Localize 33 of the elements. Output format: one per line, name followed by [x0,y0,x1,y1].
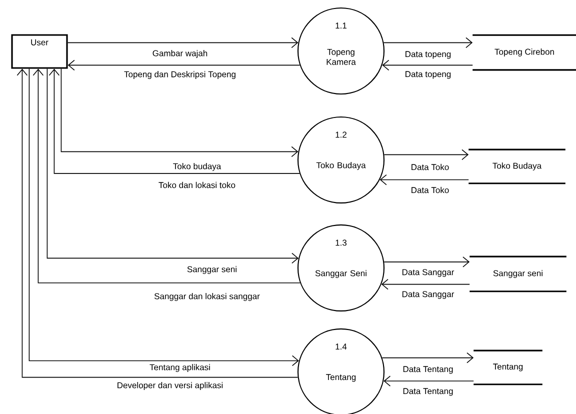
data-store: Toko Budaya [468,148,566,184]
edge-label: Topeng dan Deskripsi Topeng [124,71,236,79]
arrow [68,60,300,71]
edge-label: Tentang aplikasi [150,364,210,372]
arrow [382,60,473,71]
edge-label: Developer dan versi aplikasi [118,382,223,390]
arrow [382,352,474,364]
arrow [380,174,469,186]
arrow [384,149,469,160]
edge-label: Data Toko [412,164,449,170]
external-entity-box: User [11,34,68,69]
data-store: Tentang [474,350,542,386]
edge-label: Data Tentang [403,388,453,396]
arrow [67,37,298,48]
edge-label: Data Tentang [403,366,453,374]
edge-label: Toko dan lokasi toko [158,182,236,188]
arrow [384,376,474,386]
arrow [48,68,300,174]
edge-label: Toko budaya [173,163,222,171]
edge-label: Data Toko [412,186,449,194]
edge-label: Data topeng [406,71,451,79]
edge-label: Sanggar seni [187,266,236,274]
arrow [384,256,470,268]
arrow [60,68,298,158]
data-store: Topeng Cirebon [472,34,576,71]
edge-label: Sanggar dan lokasi sanggar [154,293,260,301]
edge-label: Data topeng [406,51,451,59]
data-store: Sanggar seni [470,256,566,292]
edge-label: Data Sanggar [402,269,454,277]
arrow [383,37,473,48]
edge-label: Data Sanggar [402,291,454,299]
arrow [381,278,470,290]
edge-label: Gambar wajah [152,50,208,58]
